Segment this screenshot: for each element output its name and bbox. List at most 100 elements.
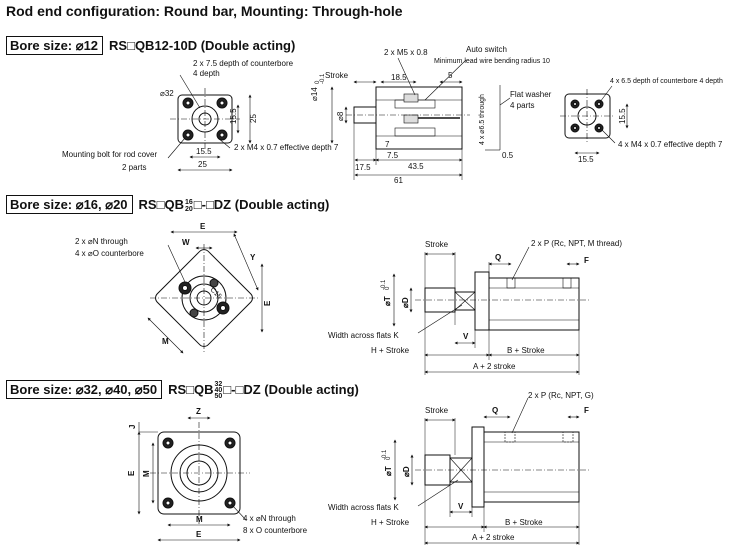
label-port: 2 x P (Rc, NPT, M thread) (531, 239, 622, 248)
dim-dia8: ⌀8 (336, 111, 345, 121)
label-m5-thread: 2 x M5 x 0.8 (384, 48, 428, 57)
dim-B-stroke: B + Stroke (505, 518, 543, 527)
front-view-bore12 (167, 74, 252, 172)
dim-E-vertical: E (263, 300, 272, 306)
dim-W: W (182, 238, 190, 247)
dim-dia-D: ⌀D (401, 297, 410, 308)
label-stroke: Stroke (425, 240, 449, 249)
bore-size-label: Bore size: ⌀32, ⌀40, ⌀50 (6, 380, 163, 400)
label-depth: 4 depth (193, 69, 220, 78)
dim-0-5: 0.5 (502, 151, 514, 160)
dim-F: F (584, 406, 589, 415)
dim-E: E (196, 530, 202, 539)
bore-size-label: Bore size: ⌀16, ⌀20 (6, 195, 133, 214)
dim-Z: Z (196, 407, 201, 416)
model-prefix: RS□QB (138, 197, 184, 212)
label-through-hole: 4 x ⌀N through (243, 514, 296, 523)
dim-A-2stroke: A + 2 stroke (472, 533, 515, 542)
dim-5: 5 (448, 71, 453, 80)
side-view-bore16-20 (392, 246, 590, 375)
model-size: 20 (184, 205, 193, 213)
label-stroke: Stroke (425, 406, 449, 415)
label-dia32: ⌀32 (160, 89, 174, 98)
label-counterbore: 4 x ⌀O counterbore (75, 249, 144, 258)
dim-Q: Q (492, 406, 498, 415)
label-auto-switch: Auto switch (466, 45, 507, 54)
dim-dia14: ⌀14 (310, 87, 319, 101)
dim-61: 61 (394, 176, 403, 185)
label-min-lead: Minimum lead wire bending radius 10 (434, 58, 550, 65)
dim-25-vertical: 25 (249, 114, 258, 123)
model-prefix: RS□QB (168, 382, 214, 398)
dim-43-5: 43.5 (408, 162, 424, 171)
model-size: 32 (214, 381, 223, 388)
label-width-across-flats: Width across flats K (328, 503, 399, 512)
dim-Q: Q (495, 253, 501, 262)
dim-F: F (584, 256, 589, 265)
dim-dia-D: ⌀D (402, 466, 411, 477)
label-counterbore: 8 x O counterbore (243, 526, 308, 535)
label-m4-rear: 4 x M4 x 0.7 effective depth 7 (618, 140, 723, 149)
section-heading-12: Bore size: ⌀12 RS□QB12-10D (Double acting… (6, 36, 296, 55)
front-view-bore16-20 (147, 230, 264, 354)
model-suffix: □-□DZ (Double acting) (223, 382, 359, 398)
tolerance-upper: 0 (385, 286, 391, 290)
page-title: Rod end configuration: Round bar, Mounti… (6, 3, 403, 19)
label-parts: 4 parts (510, 101, 534, 110)
label-counterbore: 2 x 7.5 depth of counterbore (193, 59, 294, 68)
label-width-across-flats: Width across flats K (328, 331, 399, 340)
dim-15-5: 15.5 (196, 147, 212, 156)
dim-15-5-rear-bottom: 15.5 (578, 155, 594, 164)
label-port: 2 x P (Rc, NPT, G) (528, 391, 594, 400)
dim-Y: Y (250, 253, 256, 262)
dim-V: V (458, 502, 464, 511)
dim-V: V (463, 332, 469, 341)
dim-15-5-vertical: 15.5 (229, 108, 238, 124)
model-suffix: □-□DZ (Double acting) (193, 197, 330, 212)
side-view-bore12 (330, 57, 511, 180)
dim-7-5: 7.5 (387, 151, 399, 160)
tolerance-upper: 0 (386, 456, 392, 460)
dim-17-5: 17.5 (355, 163, 371, 172)
dim-A-2stroke: A + 2 stroke (473, 362, 516, 371)
tolerance-lower: -0.1 (320, 73, 326, 84)
dim-M-vertical: M (142, 470, 151, 477)
label-counterbore-rear: 4 x 6.5 depth of counterbore 4 depth (610, 78, 723, 85)
model-code: RS□QB12-10D (Double acting) (109, 38, 296, 53)
label-stroke: Stroke (325, 71, 349, 80)
model-size: 16 (184, 198, 193, 206)
side-view-bore32-50 (393, 397, 590, 545)
label-flat-washer: Flat washer (510, 90, 552, 99)
dim-dia-T: ⌀T (383, 296, 392, 306)
label-parts: 2 parts (122, 163, 146, 172)
model-size: 40 (214, 387, 223, 394)
tolerance-lower: -0.1 (382, 449, 388, 460)
bore-size-label: Bore size: ⌀12 (6, 36, 104, 55)
dim-M: M (162, 337, 169, 346)
label-through-hole: 4 x ⌀6.5 through (479, 94, 486, 145)
label-m4-thread: 2 x M4 x 0.7 effective depth 7 (234, 143, 339, 152)
front-view-bore32-50 (137, 416, 250, 542)
dim-H-stroke: H + Stroke (371, 346, 410, 355)
label-mounting-bolt: Mounting bolt for rod cover (62, 150, 157, 159)
dim-dia-T: ⌀T (384, 466, 393, 476)
dim-M: M (196, 515, 203, 524)
dim-E: E (200, 222, 206, 231)
dim-25: 25 (198, 160, 207, 169)
dim-J: J (128, 425, 137, 429)
dim-B-stroke: B + Stroke (507, 346, 545, 355)
tolerance-lower: -0.1 (381, 279, 387, 290)
dim-H-stroke: H + Stroke (371, 518, 410, 527)
rear-view-bore12 (560, 85, 629, 155)
dim-E-vertical: E (127, 470, 136, 476)
label-through-hole: 2 x ⌀N through (75, 237, 128, 246)
dim-7: 7 (385, 140, 390, 149)
